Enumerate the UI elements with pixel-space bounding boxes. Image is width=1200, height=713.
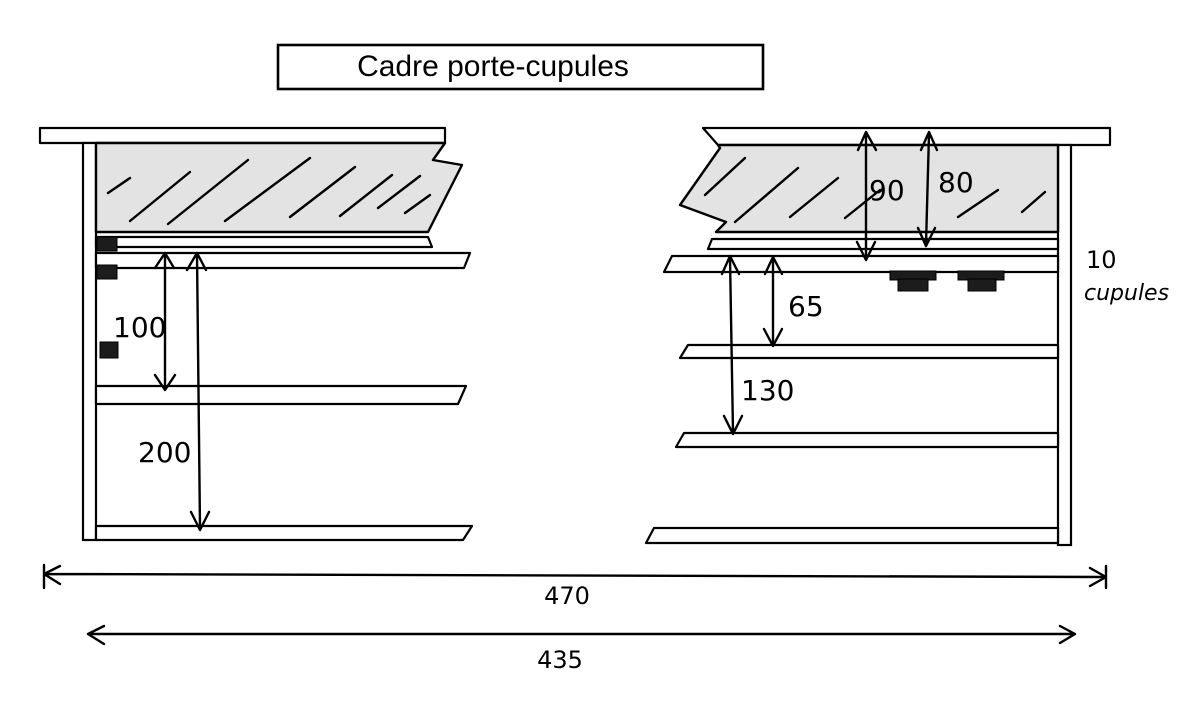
double-arrow-icon bbox=[855, 130, 878, 262]
dimension-65: 65 bbox=[762, 255, 824, 348]
double-arrow-icon bbox=[153, 251, 177, 392]
left-shelf-2 bbox=[94, 384, 468, 406]
left-cupule-block-3 bbox=[99, 341, 119, 359]
right-top-rail bbox=[701, 126, 1112, 147]
right-post bbox=[1056, 143, 1073, 547]
cupules-note: 10 cupules bbox=[1084, 246, 1169, 306]
cupules-note-count: 10 bbox=[1086, 246, 1117, 274]
left-glass-pane bbox=[94, 141, 464, 234]
dimension-100: 100 bbox=[113, 251, 177, 392]
left-cupule-block-1 bbox=[96, 236, 118, 252]
left-glass-rail bbox=[94, 235, 434, 249]
right-glass-pane bbox=[678, 143, 1060, 234]
right-cupule-block-2 bbox=[957, 270, 1005, 292]
dimension-label-100: 100 bbox=[113, 311, 166, 344]
right-shelf-1 bbox=[662, 254, 1060, 274]
left-top-rail bbox=[38, 126, 447, 145]
double-arrow-icon bbox=[86, 624, 1077, 646]
right-shelf-2 bbox=[678, 343, 1060, 360]
dimension-label-435: 435 bbox=[537, 646, 583, 674]
dimension-90: 90 bbox=[855, 130, 905, 262]
double-arrow-icon bbox=[720, 254, 744, 436]
dimension-label-130: 130 bbox=[741, 374, 794, 407]
right-shelf-4 bbox=[644, 526, 1060, 545]
title-text: Cadre porte-cupules bbox=[357, 50, 629, 83]
double-arrow-icon bbox=[916, 130, 939, 248]
right-cupule-block-1 bbox=[889, 270, 937, 292]
double-arrow-icon bbox=[42, 563, 1108, 590]
cupules-note-label: cupules bbox=[1084, 281, 1169, 306]
dimension-470: 470 bbox=[42, 563, 1108, 610]
left-frame bbox=[38, 126, 474, 542]
dimension-label-90: 90 bbox=[869, 174, 905, 207]
dimension-435: 435 bbox=[86, 624, 1077, 674]
dimension-label-200: 200 bbox=[138, 436, 191, 469]
left-shelf-1 bbox=[94, 251, 472, 270]
dimension-130: 130 bbox=[720, 254, 794, 436]
double-arrow-icon bbox=[762, 255, 784, 348]
right-frame bbox=[644, 126, 1112, 547]
dimension-label-470: 470 bbox=[544, 582, 590, 610]
left-glass-hatching bbox=[106, 156, 432, 226]
double-arrow-icon bbox=[185, 251, 211, 532]
dimension-label-65: 65 bbox=[788, 290, 824, 323]
dimension-200: 200 bbox=[138, 251, 211, 532]
right-glass-rail bbox=[706, 237, 1060, 251]
dimension-label-80: 80 bbox=[938, 166, 974, 199]
left-shelf-3 bbox=[94, 524, 474, 542]
right-shelf-3 bbox=[674, 431, 1060, 449]
left-post bbox=[81, 141, 98, 542]
left-cupule-block-2 bbox=[96, 264, 118, 280]
right-glass-hatching bbox=[703, 156, 1047, 224]
title-box: Cadre porte-cupules bbox=[276, 43, 765, 91]
dimension-80: 80 bbox=[916, 130, 974, 248]
